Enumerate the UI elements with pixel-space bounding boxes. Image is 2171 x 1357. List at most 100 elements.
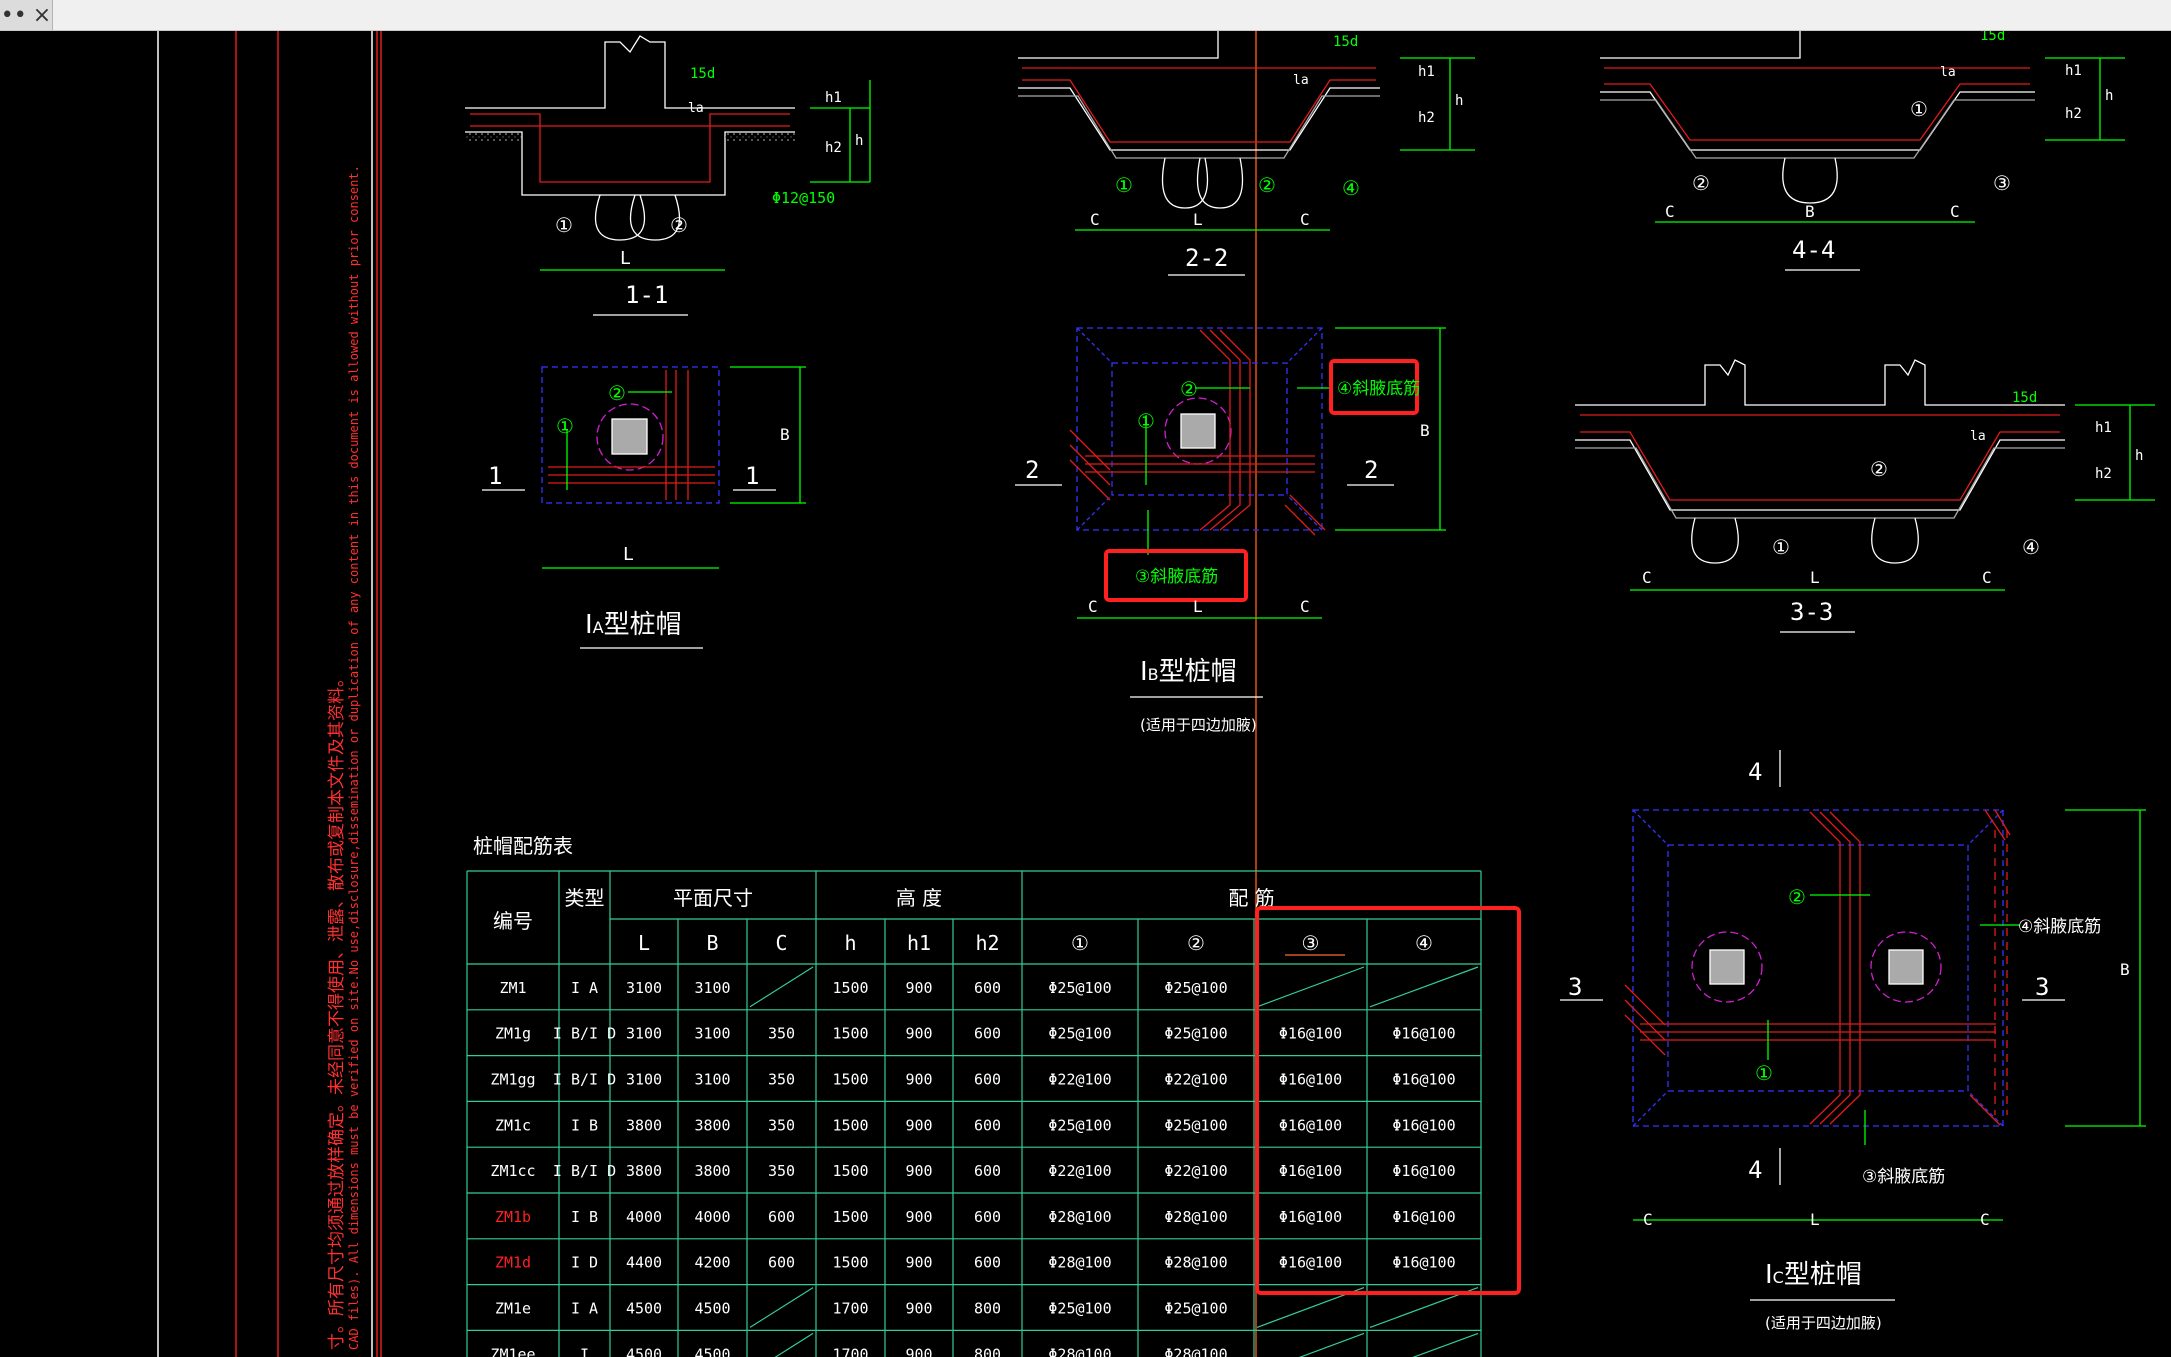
table-cell-L: 3100 — [626, 1025, 662, 1043]
ellipsis-icon[interactable]: •• — [0, 2, 27, 28]
table-cell-h1: 900 — [905, 1116, 932, 1134]
section-2-2-c-right: C — [1300, 210, 1310, 229]
section-1-1-lap: 15d — [690, 66, 715, 82]
table-cell-code: ZM1c — [495, 1116, 531, 1134]
table-cell-h: 1500 — [832, 1162, 868, 1180]
section-4-4-lap: 15d — [1980, 31, 2005, 44]
table-cell-r1: Φ28@100 — [1048, 1208, 1111, 1226]
table-cell-B: 3100 — [694, 979, 730, 997]
section-1-1-h: h — [855, 133, 863, 149]
close-icon[interactable]: × — [32, 2, 52, 28]
section-1-1-callout-1: ① — [555, 213, 573, 237]
table-cell-h2: 600 — [974, 1162, 1001, 1180]
plan-IA-cut-left: 1 — [488, 462, 502, 490]
table-subheader-7: ① — [1071, 931, 1089, 955]
table-cell-type: I — [580, 1345, 589, 1357]
section-1-1-h2: h2 — [825, 140, 842, 156]
section-3-3-title: 3-3 — [1790, 598, 1833, 626]
table-cell-code: ZM1g — [495, 1025, 531, 1043]
table-cell-r4: Φ16@100 — [1392, 1071, 1455, 1089]
table-cell-r4: Φ16@100 — [1392, 1116, 1455, 1134]
table-cell-r2: Φ25@100 — [1164, 1300, 1227, 1318]
drawing-frame — [157, 31, 1257, 1357]
sidebar-note-chinese: 寸。所有尺寸均须通过放样确定。未经同意不得使用、泄露、散布或复制本文件及其资料。 — [326, 670, 347, 1350]
table-cell-h2: 600 — [974, 1116, 1001, 1134]
table-cell-h1: 900 — [905, 1025, 932, 1043]
table-cell-r1: Φ25@100 — [1048, 1116, 1111, 1134]
plan-IB-l: L — [1193, 597, 1203, 616]
plan-IC-rebar3-label: ③斜腋底筋 — [1862, 1167, 1945, 1187]
table-cell-C: 350 — [768, 1162, 795, 1180]
table-cell-L: 4500 — [626, 1345, 662, 1357]
table-cell-r3: Φ16@100 — [1279, 1116, 1342, 1134]
section-3-3-l: L — [1810, 568, 1820, 587]
section-1-1-la: la — [688, 101, 704, 116]
table-cell-L: 3800 — [626, 1116, 662, 1134]
table-cell-B: 3800 — [694, 1116, 730, 1134]
section-2-2-c-left: C — [1090, 210, 1100, 229]
section-2-2-h: h — [1455, 93, 1463, 109]
section-1-1-h1: h1 — [825, 90, 842, 106]
document-tab[interactable]: •• × — [0, 0, 53, 30]
section-2-2-callout-4: ④ — [1342, 176, 1360, 200]
cad-drawing-canvas[interactable]: 寸。所有尺寸均须通过放样确定。未经同意不得使用、泄露、散布或复制本文件及其资料。… — [0, 31, 2171, 1357]
section-1-1-title: 1-1 — [625, 281, 668, 309]
table-cell-code: ZM1b — [495, 1208, 531, 1226]
section-2-2-callout-2: ② — [1258, 173, 1276, 197]
plan-IC-cut-right: 3 — [2035, 973, 2049, 1001]
table-subheader-3: C — [775, 931, 787, 955]
plan-IA-cut-right: 1 — [745, 462, 759, 490]
table-cell-h2: 600 — [974, 1025, 1001, 1043]
section-4-4-c-right: C — [1950, 202, 1960, 221]
table-subheader-8: ② — [1187, 931, 1205, 955]
plan-IC-cut-left: 3 — [1568, 973, 1582, 1001]
table-cell-r3: Φ16@100 — [1279, 1162, 1342, 1180]
section-3-3-la: la — [1970, 429, 1986, 444]
table-cell-r2: Φ25@100 — [1164, 1116, 1227, 1134]
table-cell-h2: 800 — [974, 1345, 1001, 1357]
section-2-2-l: L — [1193, 210, 1203, 229]
table-cell-h2: 600 — [974, 1254, 1001, 1272]
section-4-4-c-left: C — [1665, 202, 1675, 221]
table-subheader-9: ③ — [1302, 931, 1320, 955]
plan-IC-cut-top: 4 — [1748, 758, 1762, 786]
section-4-4 — [1600, 31, 2125, 271]
table-cell-L: 3100 — [626, 979, 662, 997]
section-3-3 — [1575, 359, 2155, 633]
table-subheader-1: L — [638, 931, 650, 955]
section-3-3-c-right: C — [1982, 568, 1992, 587]
table-cell-h1: 900 — [905, 1300, 932, 1318]
table-cell-h1: 900 — [905, 1162, 932, 1180]
sidebar-note-english: CAD files). All dimensions must be verif… — [347, 165, 361, 1350]
table-cell-code: ZM1e — [495, 1300, 531, 1318]
table-cell-C: 350 — [768, 1116, 795, 1134]
table-subheader-6: h2 — [975, 931, 999, 955]
table-cell-type: I D — [571, 1254, 598, 1272]
table-cell-B: 4200 — [694, 1254, 730, 1272]
table-cell-L: 3100 — [626, 1071, 662, 1089]
plan-IB-callout-2: ② — [1180, 377, 1198, 401]
table-cell-r1: Φ28@100 — [1048, 1254, 1111, 1272]
plan-IB-c-left: C — [1088, 597, 1098, 616]
rebar-3-4-highlight-box — [1255, 906, 1521, 1295]
table-cell-type: I B — [571, 1208, 598, 1226]
section-3-3-callout-2: ② — [1870, 457, 1888, 481]
plan-IC-callout-1: ① — [1755, 1061, 1773, 1085]
plan-IC-callout-2: ② — [1788, 885, 1806, 909]
table-cell-h: 1500 — [832, 979, 868, 997]
table-cell-h1: 900 — [905, 979, 932, 997]
table-cell-C: 600 — [768, 1208, 795, 1226]
table-subheader-10: ④ — [1415, 931, 1433, 955]
section-3-3-h: h — [2135, 448, 2143, 464]
section-4-4-h2: h2 — [2065, 106, 2082, 122]
table-cell-r2: Φ25@100 — [1164, 1025, 1227, 1043]
table-cell-type: I B/I D — [553, 1025, 616, 1043]
table-cell-code: ZM1 — [499, 979, 526, 997]
table-header-type: 类型 — [565, 886, 605, 910]
table-caption: 桩帽配筋表 — [473, 834, 573, 858]
section-4-4-callout-2: ② — [1692, 171, 1710, 195]
table-subheader-5: h1 — [907, 931, 931, 955]
table-cell-code: ZM1d — [495, 1254, 531, 1272]
section-3-3-c-left: C — [1642, 568, 1652, 587]
